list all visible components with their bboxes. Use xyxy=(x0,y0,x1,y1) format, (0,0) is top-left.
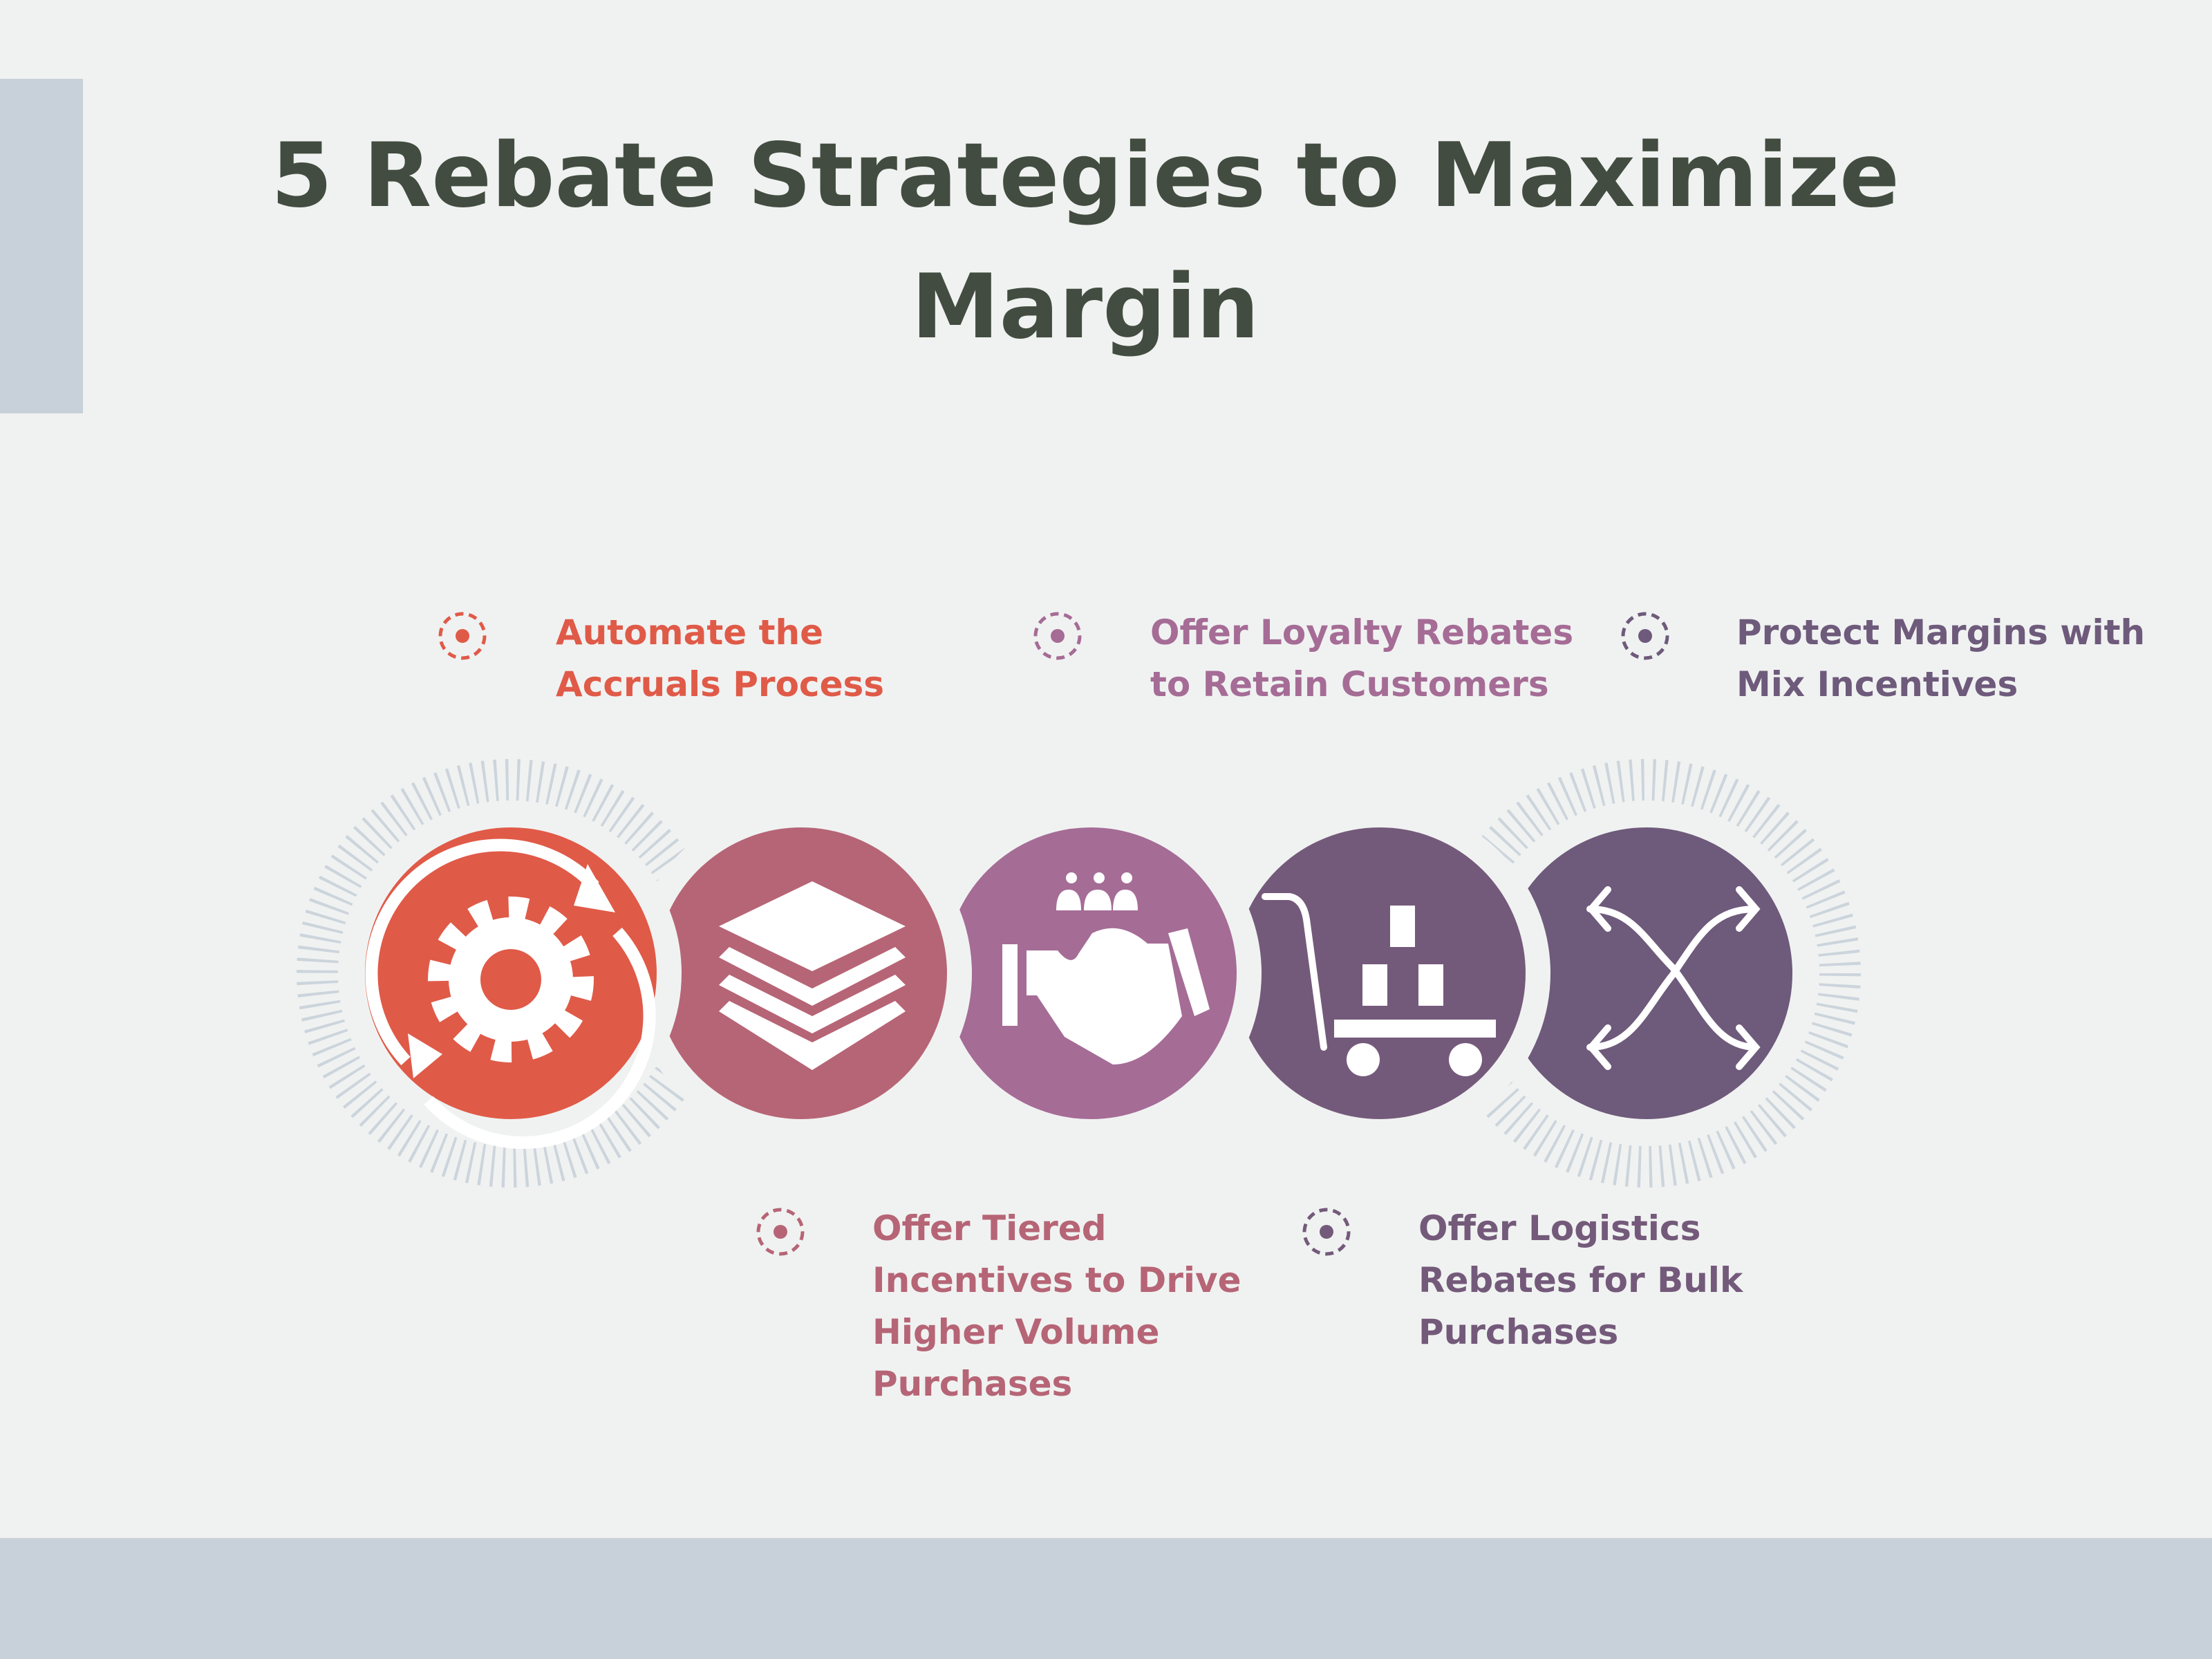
target-bullet-icon xyxy=(1621,612,1669,660)
step-2-label: Offer Tiered Incentives to Drive Higher … xyxy=(872,1208,1241,1404)
step-1-label: Automate the Accruals Process xyxy=(556,612,884,704)
page-title: 5 Rebate Strategies to Maximize Margin xyxy=(271,124,1900,359)
gear-refresh-icon xyxy=(365,838,656,1150)
step-4-label: Offer Logistics Rebates for Bulk Purchas… xyxy=(1418,1208,1743,1352)
handshake-icon xyxy=(1002,872,1210,1065)
cart-boxes-icon xyxy=(1262,893,1496,1076)
dotted-ring-right xyxy=(1432,759,1861,1188)
target-bullet-icon xyxy=(1033,612,1082,660)
target-bullet-icon xyxy=(1302,1208,1351,1256)
layers-icon xyxy=(719,881,906,1070)
target-bullet-icon xyxy=(438,612,487,660)
step-2-circle xyxy=(630,803,972,1144)
step-5-label: Protect Margins with Mix Incentives xyxy=(1736,612,2146,704)
bottom-accent-bar xyxy=(0,1538,2212,1659)
target-bullet-icon xyxy=(756,1208,805,1256)
step-3-label: Offer Loyalty Rebates to Retain Customer… xyxy=(1150,612,1574,704)
side-accent-bar xyxy=(0,79,83,413)
crossing-arrows-icon xyxy=(1586,886,1761,1070)
